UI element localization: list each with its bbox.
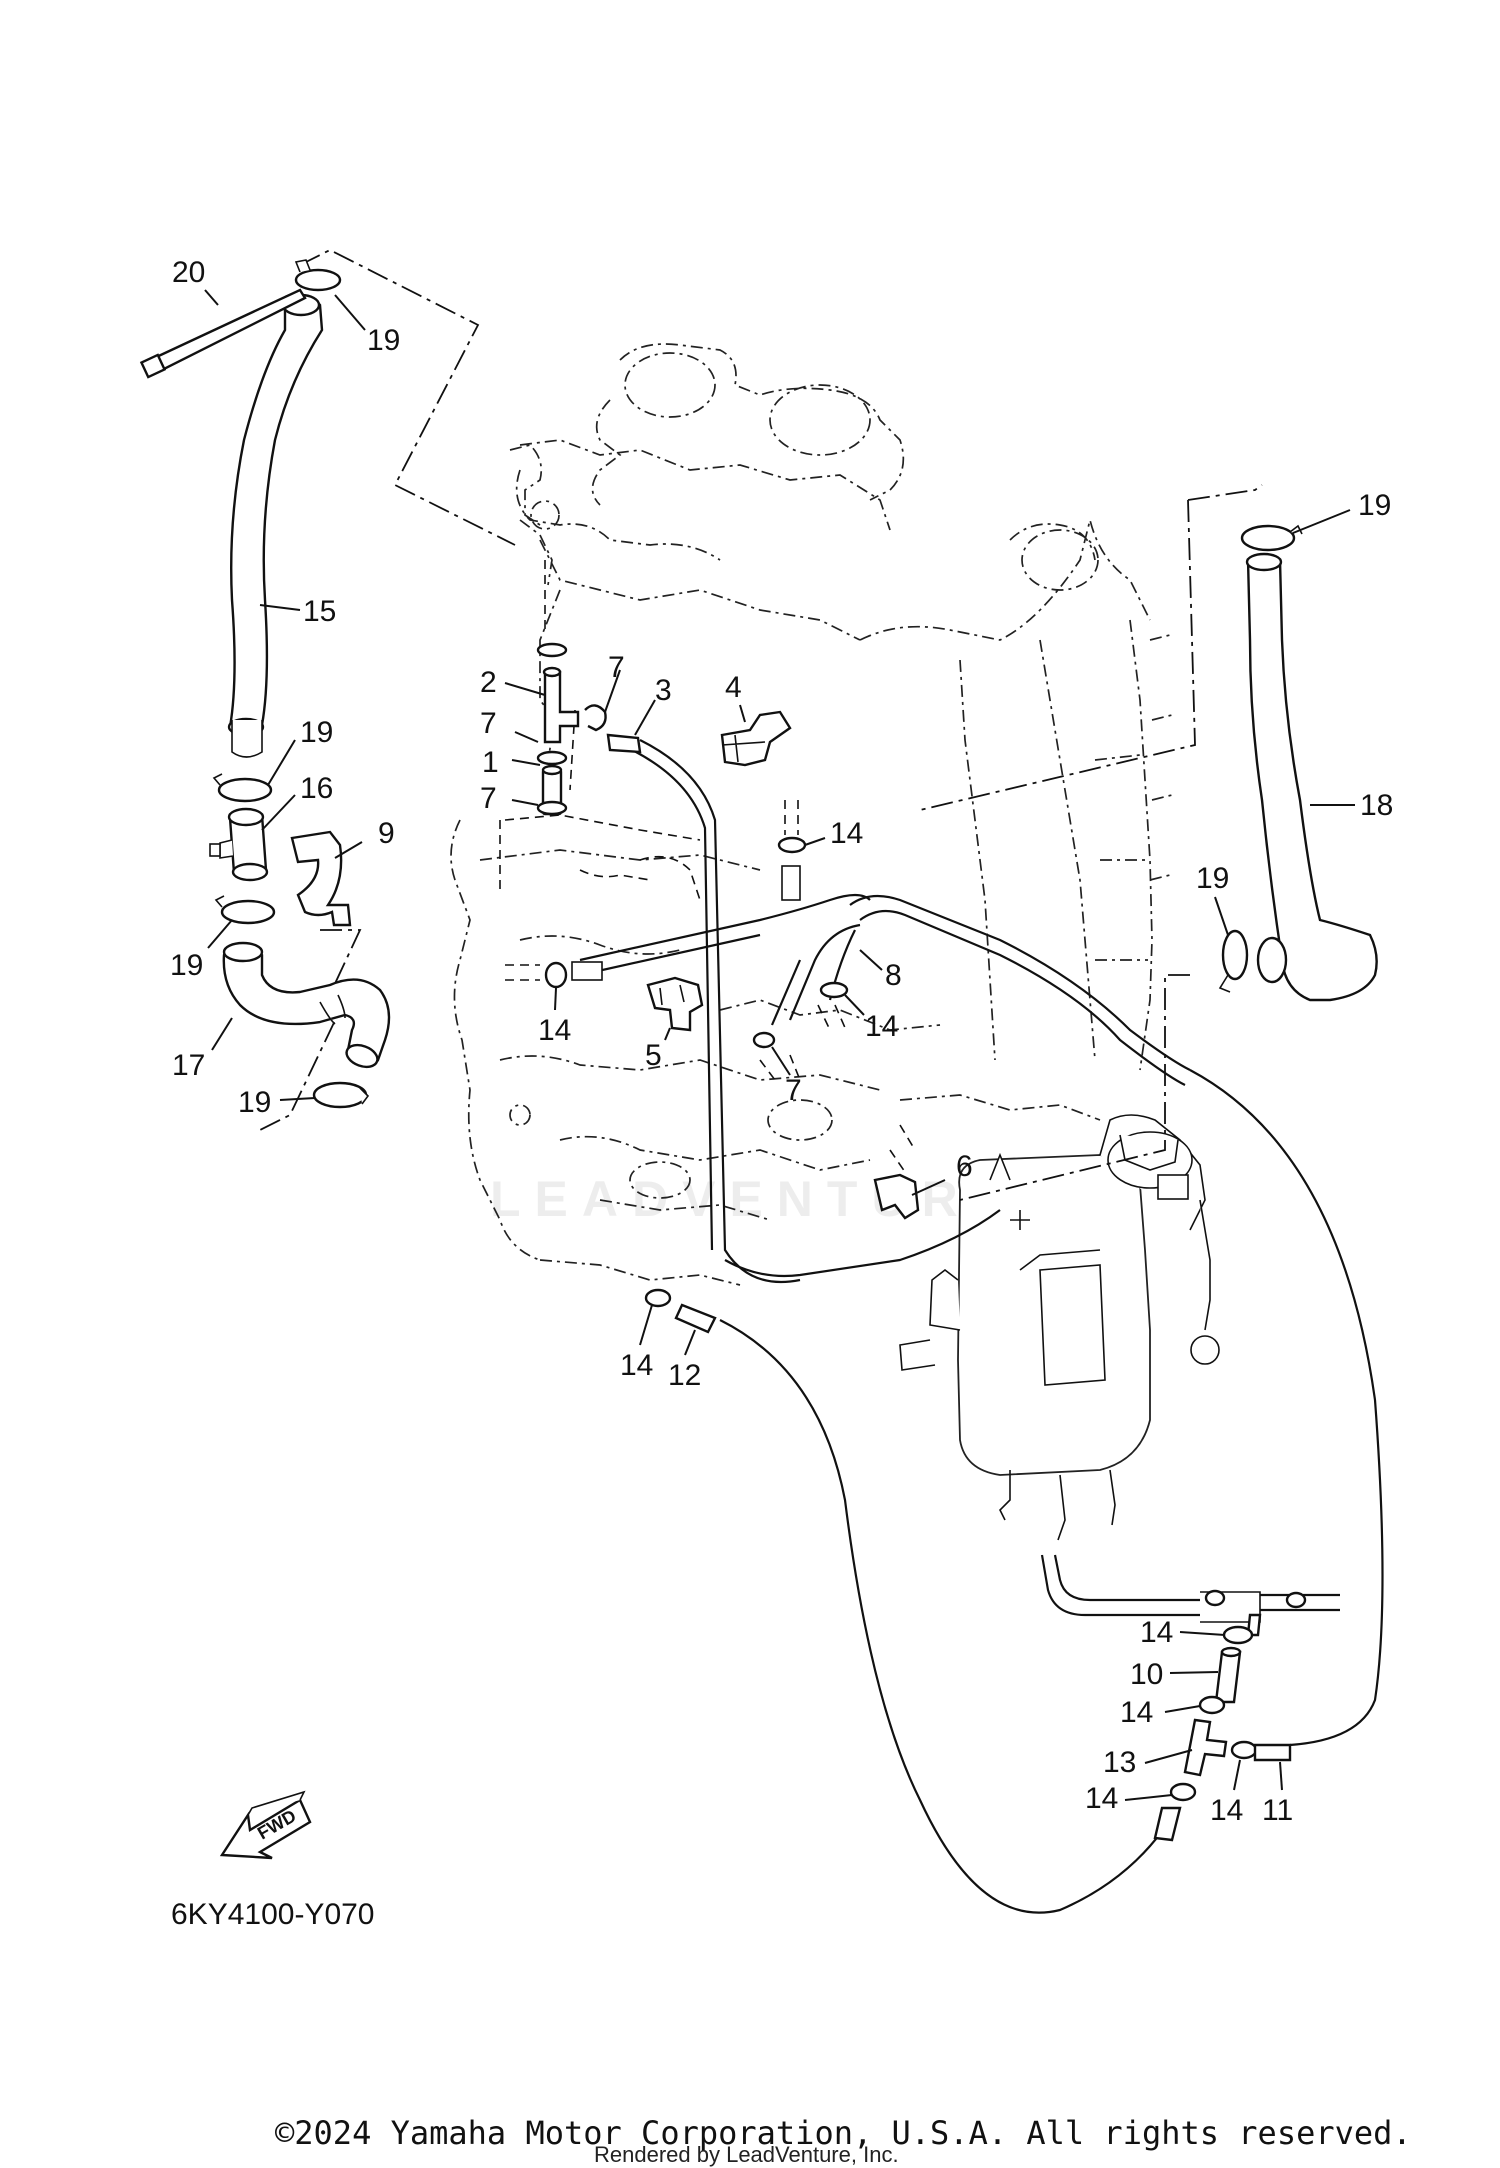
water-hose-15 (227, 293, 324, 758)
copyright-notice: ©2024 Yamaha Motor Corporation, U.S.A. A… (275, 2114, 1412, 2152)
callout-4: 4 (725, 671, 742, 704)
callout-2: 2 (480, 666, 497, 699)
clamp-19-upper-left (212, 773, 273, 803)
callout-14: 14 (1140, 1616, 1173, 1649)
vapor-separator-tank (899, 1114, 1220, 1541)
callout-14: 14 (1210, 1794, 1243, 1827)
clamp-19-right-mid (1218, 929, 1249, 993)
clamp-19-right-top (1240, 524, 1303, 552)
clamp-14-r2 (1198, 1695, 1226, 1715)
callout-18: 18 (1360, 789, 1393, 822)
water-hose-18 (1245, 552, 1378, 1002)
holder-4 (720, 710, 792, 767)
clamp-14-center (817, 981, 849, 1031)
fuel-hoses (579, 739, 1384, 1914)
callout-19: 19 (238, 1086, 271, 1119)
callout-19: 19 (300, 716, 333, 749)
holder-6 (873, 1124, 920, 1220)
callout-14: 14 (1085, 1782, 1118, 1815)
callout-8: 8 (885, 959, 902, 992)
callout-11: 11 (1262, 1794, 1293, 1827)
callout-6: 6 (956, 1150, 973, 1183)
callout-7: 7 (480, 707, 497, 740)
callout-14: 14 (830, 817, 863, 850)
clamp-14-r4 (1169, 1782, 1197, 1802)
water-hose-17 (222, 941, 391, 1069)
callout-19: 19 (1358, 489, 1391, 522)
callout-5: 5 (645, 1039, 662, 1072)
clip-7-center (752, 1031, 801, 1081)
hose-11-end (1253, 1743, 1292, 1762)
clip-7-b (536, 800, 568, 816)
callout-17: 17 (172, 1049, 205, 1082)
callout-14: 14 (620, 1349, 653, 1382)
callout-19: 19 (367, 324, 400, 357)
callout-7: 7 (785, 1074, 802, 1107)
callout-10: 10 (1130, 1658, 1163, 1691)
tee-joint-2 (542, 666, 580, 744)
holder-9 (290, 830, 352, 927)
watermark-text: LEADVENTURE (490, 1171, 1020, 1227)
engine-block (450, 343, 1173, 1286)
callout-19: 19 (170, 949, 203, 982)
clamp-19-mid-left (214, 895, 276, 925)
callout-16: 16 (300, 772, 333, 805)
callout-3: 3 (655, 674, 672, 707)
clamp-14-lower (644, 1288, 672, 1308)
clip-7-a (536, 642, 568, 766)
hose-10 (1214, 1646, 1242, 1704)
diagram-code: 6KY4100-Y070 (171, 1898, 375, 1931)
tee-fitting-upper (1200, 1589, 1307, 1637)
clamp-14-left (505, 961, 603, 989)
holder-5 (646, 976, 704, 1032)
rendered-by-credit: Rendered by LeadVenture, Inc. (594, 2142, 899, 2167)
callout-7: 7 (608, 651, 625, 684)
callout-1: 1 (482, 746, 499, 779)
fwd-arrow-icon: FWD (219, 1790, 312, 1860)
callout-13: 13 (1103, 1746, 1136, 1779)
clamp-14-r1 (1222, 1625, 1254, 1645)
tee-joint-13 (1183, 1718, 1228, 1777)
callout-9: 9 (378, 817, 395, 850)
callout-12: 12 (668, 1359, 701, 1392)
leader-lines (204, 289, 1355, 1801)
hose-end-bottom (1153, 1806, 1182, 1842)
clamp-19-top (294, 259, 342, 292)
hose-3-end (606, 733, 642, 754)
clamp-14-r3 (1230, 1740, 1258, 1760)
callout-19: 19 (1196, 862, 1229, 895)
cable-tie-20 (139, 288, 307, 379)
callout-14: 14 (538, 1014, 571, 1047)
hose-12-end (674, 1303, 717, 1334)
callout-20: 20 (172, 256, 205, 289)
clamp-19-bottom-left (312, 1081, 370, 1109)
callout-15: 15 (303, 595, 336, 628)
callout-14: 14 (865, 1010, 898, 1043)
callout-labels: 20 19 15 19 16 9 19 17 19 2 7 3 4 7 1 7 … (170, 256, 1393, 1827)
clip-7-top (584, 704, 607, 732)
callout-14: 14 (1120, 1696, 1153, 1729)
clamp-14-upper-right (777, 800, 807, 901)
callout-7: 7 (480, 782, 497, 815)
joint-16 (209, 807, 269, 882)
